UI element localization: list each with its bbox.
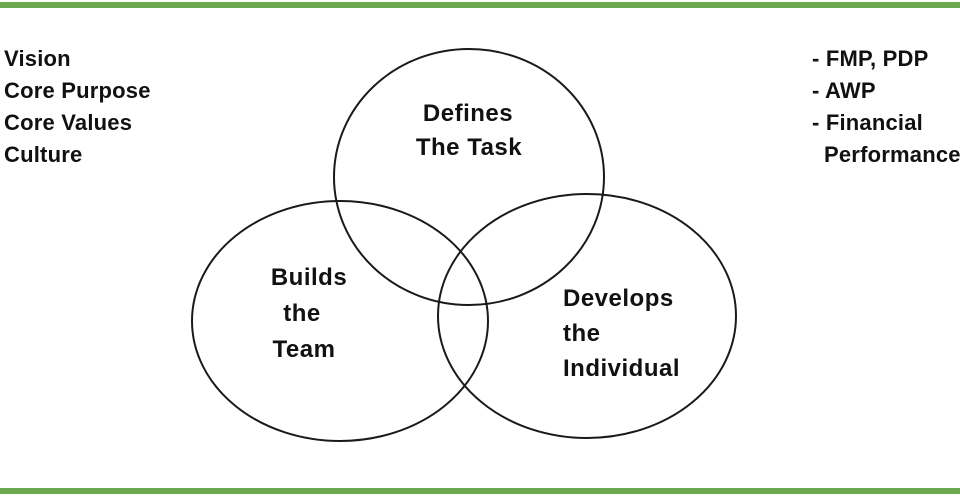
right-item-performance: Performance xyxy=(824,142,960,167)
left-item-core-values: Core Values xyxy=(4,110,133,135)
task-label-line-2: The Task xyxy=(416,134,522,161)
circle-builds-team xyxy=(191,200,489,442)
individual-label-line-1: Develops xyxy=(563,285,674,312)
individual-label-line-3: Individual xyxy=(563,355,680,382)
circle-defines-task xyxy=(333,48,605,306)
circle-develops-individual xyxy=(437,193,737,439)
team-label-line-2: the xyxy=(283,300,321,327)
left-text-list: Vision Core Purpose Core Values Culture xyxy=(4,43,151,171)
left-item-vision: Vision xyxy=(4,46,71,71)
individual-label-line-2: the xyxy=(563,320,601,347)
task-label-line-1: Defines xyxy=(423,100,513,127)
team-label-line-1: Builds xyxy=(271,264,347,291)
top-green-rule xyxy=(0,2,960,8)
right-text-list: - FMP, PDP - AWP - Financial Performance xyxy=(812,43,960,171)
left-item-culture: Culture xyxy=(4,142,83,167)
right-item-fmp-pdp: - FMP, PDP xyxy=(812,46,929,71)
bottom-green-rule xyxy=(0,488,960,494)
team-label-line-3: Team xyxy=(273,336,336,363)
right-item-financial: - Financial xyxy=(812,110,923,135)
right-item-awp: - AWP xyxy=(812,78,876,103)
left-item-core-purpose: Core Purpose xyxy=(4,78,151,103)
